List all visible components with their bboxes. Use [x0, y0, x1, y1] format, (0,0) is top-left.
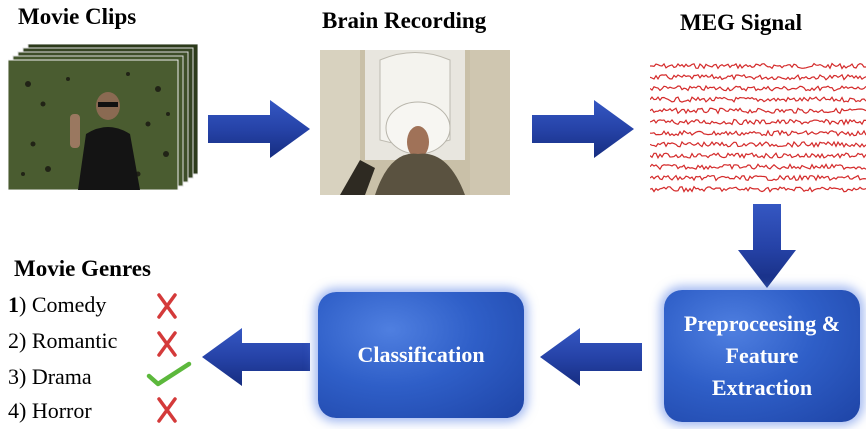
meg-signal-title: MEG Signal [680, 10, 803, 35]
genre-label: ) Horror [19, 398, 92, 423]
genre-item-drama: 3) Drama [8, 364, 92, 390]
meg-trace [650, 185, 866, 193]
genre-label: ) Drama [19, 364, 92, 389]
meg-trace [650, 84, 866, 92]
preprocessing-label: Preproceesing & Feature Extraction [683, 311, 841, 400]
cross-icon [155, 292, 179, 320]
meg-trace [650, 129, 866, 137]
classification-label: Classification [357, 342, 485, 367]
genre-item-romantic: 2) Romantic [8, 328, 117, 354]
genre-number: 3 [8, 364, 19, 389]
genre-item-comedy: 1) Comedy [8, 292, 106, 318]
checkmark-icon [146, 360, 192, 388]
genre-number: 1 [8, 292, 19, 317]
cross-icon [155, 330, 179, 358]
preprocessing-box: Preproceesing & Feature Extraction [664, 290, 860, 422]
genre-item-horror: 4) Horror [8, 398, 92, 424]
meg-trace [650, 73, 866, 81]
brain-recording-title: Brain Recording [322, 8, 487, 33]
movie-clips-image [8, 44, 198, 190]
arrow-classification-to-genres [200, 326, 312, 388]
meg-trace [650, 174, 866, 182]
arrow-preprocessing-to-classification [538, 326, 644, 388]
meg-traces [650, 62, 866, 193]
meg-trace [650, 163, 866, 171]
genre-label: ) Romantic [19, 328, 118, 353]
arrow-meg-to-preprocessing [736, 204, 798, 290]
meg-trace [650, 140, 866, 148]
arrow-clips-to-recording [208, 98, 312, 160]
genre-number: 2 [8, 328, 19, 353]
meg-trace [650, 62, 866, 70]
genre-number: 4 [8, 398, 19, 423]
brain-recording-image [320, 50, 510, 195]
meg-trace [650, 96, 866, 103]
arrow-recording-to-meg [532, 98, 636, 160]
classification-box: Classification [318, 292, 524, 418]
meg-trace [650, 107, 866, 115]
cross-icon [155, 396, 179, 424]
movie-clips-title: Movie Clips [18, 4, 137, 29]
movie-genres-title: Movie Genres [14, 256, 151, 281]
meg-trace [650, 118, 866, 126]
genre-label: ) Comedy [19, 292, 107, 317]
meg-trace [650, 152, 866, 160]
meg-signal-image [650, 58, 866, 198]
